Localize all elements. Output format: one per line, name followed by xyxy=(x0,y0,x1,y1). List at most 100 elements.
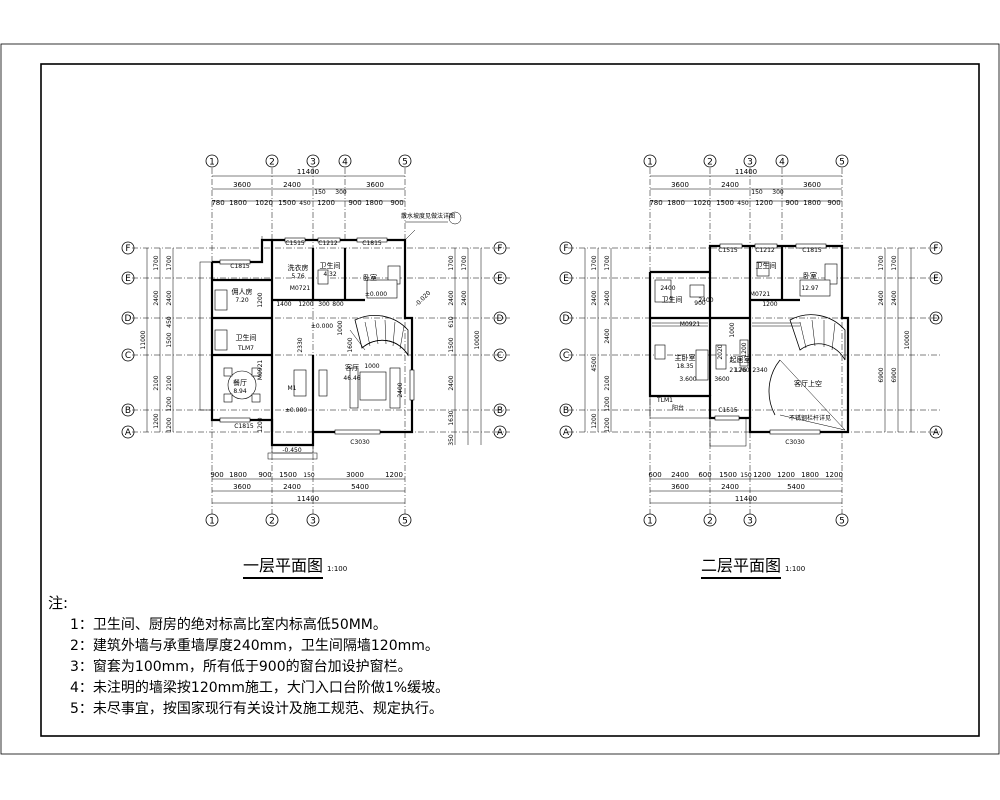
grid-label: 5 xyxy=(839,517,845,527)
grid-label: F xyxy=(497,244,502,254)
dim: 2400 xyxy=(698,297,713,304)
dim: 1200 xyxy=(257,417,264,432)
grid-label: 1 xyxy=(647,158,653,168)
inner-frame xyxy=(40,63,980,737)
room-name: 餐厅 xyxy=(233,378,247,387)
plan1-walls xyxy=(199,229,416,447)
dim: 1800 xyxy=(229,199,247,207)
room-area: 7.20 xyxy=(235,297,249,304)
plan2-room-labels: 主卧室 18.35 起居室 21.76 卫生间 3.600 卧室 12.97 卫… xyxy=(662,261,823,412)
door-tag: M0921 xyxy=(257,360,264,381)
room-name: 阳台 xyxy=(672,404,684,412)
grid-label: C xyxy=(563,351,569,361)
dim: 900 xyxy=(348,199,361,207)
dim: 900 xyxy=(390,199,403,207)
plan2-dims-left: 1700 2400 4500 1200 1700 2400 2400 2100 … xyxy=(584,248,612,433)
elevation: -0.450 xyxy=(282,447,302,454)
room-name: 佣人房 xyxy=(232,287,253,296)
dim: 300 xyxy=(335,189,347,196)
room-area: 8.94 xyxy=(233,388,247,395)
dim: 3600 xyxy=(714,376,729,383)
dim: 1200 xyxy=(825,471,843,479)
plan1-grid-bubbles-top: 1 2 3 4 5 xyxy=(205,154,412,168)
plan1-grid-bubbles-right: F E D C B A xyxy=(493,241,507,439)
room-name: 卫生间 xyxy=(662,295,683,304)
dim: 900 xyxy=(694,300,706,307)
dim: 1500 xyxy=(278,199,296,207)
grid-label: F xyxy=(125,244,130,254)
plan2-furniture xyxy=(654,261,838,381)
dim: 2400 xyxy=(283,483,301,491)
window-tag: C1815 xyxy=(234,423,254,430)
second-floor-plan: 1 2 3 4 5 1 2 3 5 F E D C B A F E D A xyxy=(559,154,943,527)
dim: 1700 xyxy=(461,255,468,270)
window-tag: C1815 xyxy=(362,240,382,247)
room-area: 18.35 xyxy=(676,363,693,370)
dim: 3600 xyxy=(366,181,384,189)
grid-label: A xyxy=(563,428,570,438)
grid-label: A xyxy=(933,428,940,438)
grid-label: D xyxy=(563,314,570,324)
dim-total: 11400 xyxy=(735,168,757,176)
dim: 780 xyxy=(211,199,224,207)
plan2-scale: 1:100 xyxy=(785,565,806,573)
notes-heading: 注: xyxy=(48,594,69,612)
plan2-grid-bubbles-left: F E D C B A xyxy=(559,241,573,439)
grid-label: 5 xyxy=(402,158,408,168)
grid-label: 2 xyxy=(707,158,713,168)
grid-label: B xyxy=(125,406,131,416)
dim-total: 10000 xyxy=(474,330,481,349)
door-tag: TLM1 xyxy=(656,397,673,404)
dim-total: 10000 xyxy=(904,330,911,349)
room-area: 12.97 xyxy=(801,285,818,292)
dim: -0.020 xyxy=(414,289,433,308)
dim: 1630 xyxy=(448,410,455,425)
dim: 1500 xyxy=(279,471,297,479)
dim: 2400 xyxy=(397,382,404,397)
room-area: 5.76 xyxy=(291,273,305,280)
grid-label: C xyxy=(497,351,503,361)
dim-total: 11400 xyxy=(297,168,319,176)
dim: 150 xyxy=(740,472,752,479)
room-area: 4.32 xyxy=(323,271,337,278)
dim: 1200 xyxy=(257,292,264,307)
dim: 1800 xyxy=(801,471,819,479)
dim: 2400 xyxy=(448,290,455,305)
room-area: 46.46 xyxy=(343,375,360,382)
outer-frame xyxy=(0,43,1000,755)
room-name: 洗衣房 xyxy=(288,263,309,272)
dim: 1800 xyxy=(365,199,383,207)
grid-label: 1 xyxy=(209,158,215,168)
plan1-annotations: C1515 C1212 C1815 C1815 C1815 C3030 M072… xyxy=(230,211,462,454)
dim: 1700 xyxy=(604,255,611,270)
dim: 2100 xyxy=(153,375,160,390)
plan1-entry-steps xyxy=(267,444,318,460)
dim: 350 xyxy=(448,434,455,446)
room-name: 卫生间 xyxy=(236,333,257,342)
dim: 1800 xyxy=(667,199,685,207)
plan2-walls xyxy=(648,244,850,447)
dim: 610 xyxy=(448,316,455,328)
plan1-dims-left: 11000 1700 2400 2100 1200 1700 2400 450 … xyxy=(140,248,174,433)
room-name: 卧室 xyxy=(803,271,817,280)
dim: 1700 xyxy=(153,255,160,270)
grid-label: D xyxy=(125,314,132,324)
plan1-grid-bubbles-bottom: 1 2 3 5 xyxy=(205,513,412,527)
plan2-grid-bubbles-top: 1 2 3 4 5 xyxy=(643,154,849,168)
plan1-furniture xyxy=(214,265,401,409)
grid-label: F xyxy=(933,244,938,254)
room-elev: ±0.000 xyxy=(365,291,387,298)
dim: 1700 xyxy=(448,255,455,270)
dim: 1200 xyxy=(777,471,795,479)
dim: 1020 xyxy=(255,199,273,207)
grid-label: E xyxy=(563,274,569,284)
door-tag: M0721 xyxy=(290,285,311,292)
dim: 1020 xyxy=(693,199,711,207)
dim: 1200 xyxy=(762,301,777,308)
plan2-spiral-stair xyxy=(768,314,846,431)
grid-label: E xyxy=(933,274,939,284)
dim: 150 xyxy=(751,189,763,196)
dim: 450 xyxy=(737,200,749,207)
dim: 150 xyxy=(314,189,326,196)
door-tag: M0721 xyxy=(750,291,771,298)
